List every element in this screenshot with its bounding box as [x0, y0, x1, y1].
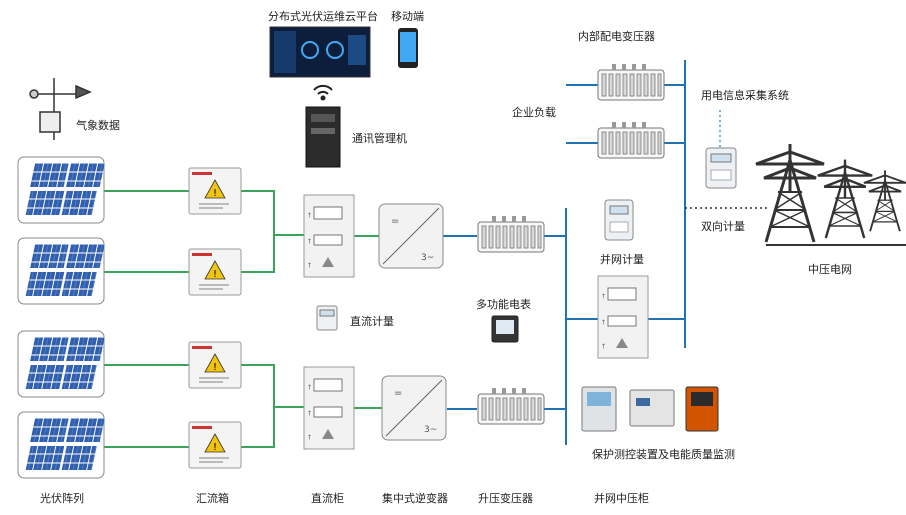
mobile-phone	[398, 28, 418, 68]
mv-grid-label: 中压电网	[808, 263, 852, 276]
info-meter-device	[705, 147, 737, 189]
bidirectional-meter-label: 双向计量	[701, 220, 745, 233]
step-up-transformer-1	[477, 215, 545, 253]
step-up-transformer-2	[477, 387, 545, 425]
mv-cabinet	[597, 275, 649, 359]
dc-cabinet-1	[303, 194, 355, 278]
ac-wiring	[443, 60, 686, 445]
step-up-label: 升压变压器	[478, 492, 533, 505]
weather-station-icon	[29, 78, 92, 140]
enterprise-load-label: 企业负载	[512, 106, 556, 119]
multi-meter-label: 多功能电表	[476, 298, 531, 311]
inverter-1	[378, 203, 444, 269]
combiner-box-4	[188, 421, 242, 469]
cloud-platform-screen	[269, 26, 371, 78]
combiner-label: 汇流箱	[196, 492, 229, 505]
protection-label: 保护测控装置及电能质量监测	[592, 448, 735, 461]
dc-meter-device	[316, 305, 338, 331]
solar-panel-4	[17, 411, 106, 479]
protection-devices	[581, 386, 719, 432]
dc-wiring	[103, 190, 382, 448]
solar-panel-3	[17, 330, 106, 398]
multi-meter-device	[491, 315, 519, 343]
internal-transformer-1	[597, 63, 665, 101]
pv-array-label: 光伏阵列	[40, 492, 84, 505]
internal-transformer-label: 内部配电变压器	[578, 30, 655, 43]
wifi-icon	[313, 84, 333, 101]
mobile-label: 移动端	[391, 10, 424, 23]
weather-label: 气象数据	[76, 119, 120, 132]
dc-meter-label: 直流计量	[350, 315, 394, 328]
solar-panel-2	[17, 237, 106, 305]
internal-transformer-2	[597, 121, 665, 159]
inverter-label: 集中式逆变器	[382, 492, 448, 505]
grid-meter-device	[604, 199, 634, 241]
grid-meter-label: 并网计量	[600, 253, 644, 266]
solar-panel-1	[17, 156, 106, 224]
inverter-2	[381, 375, 447, 441]
comm-manager-label: 通讯管理机	[352, 132, 407, 145]
power-info-system-label: 用电信息采集系统	[701, 89, 789, 102]
transmission-tower-icon	[754, 142, 906, 246]
dc-cabinet-label: 直流柜	[311, 492, 344, 505]
comm-manager-device	[305, 106, 341, 168]
platform-label: 分布式光伏运维云平台	[268, 10, 378, 23]
dc-cabinet-2	[303, 366, 355, 450]
combiner-box-1	[188, 167, 242, 215]
mv-cabinet-label: 并网中压柜	[594, 492, 649, 505]
combiner-box-3	[188, 341, 242, 389]
combiner-box-2	[188, 248, 242, 296]
